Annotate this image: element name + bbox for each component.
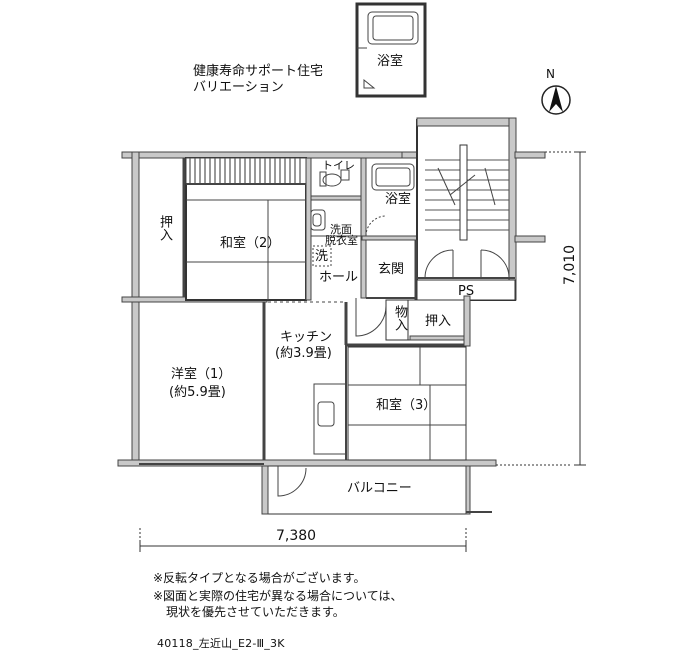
room-label-yoshitsu-1: 洋室（1）	[171, 367, 232, 382]
room-label-bathroom-variant: 浴室	[377, 54, 404, 69]
note-line2: ※図面と実際の住宅が異なる場合については、	[153, 589, 403, 603]
bathroom-variant-box	[355, 2, 427, 98]
monoire-text: 物入	[392, 305, 407, 331]
dimension-depth: 7,010	[562, 245, 578, 285]
title-line1: 健康寿命サポート住宅	[193, 64, 324, 79]
oshiire-left-text: 押入	[157, 215, 172, 241]
depth-dimension-line	[496, 151, 586, 466]
compass-label: N	[546, 67, 555, 81]
room-label-balcony: バルコニー	[347, 481, 412, 496]
washer-label: 洗	[315, 249, 329, 264]
width-dimension-line	[139, 528, 467, 552]
room-label-senmen-1: 洗面	[330, 223, 352, 236]
room-label-yoshitsu-2: (約5.9畳)	[169, 385, 226, 400]
dimension-width: 7,380	[276, 528, 317, 544]
note-line1: ※反転タイプとなる場合がございます。	[153, 571, 366, 585]
room-label-monoire: 物入	[391, 305, 407, 336]
title-line2: バリエーション	[193, 80, 284, 95]
room-label-kitchen-2: (約3.9畳)	[275, 346, 332, 361]
dimension-depth-text: 7,010	[562, 244, 578, 285]
room-label-washitsu-3: 和室（3）	[376, 398, 437, 413]
note-line3: 現状を優先させていただきます。	[166, 605, 345, 619]
room-label-ps: PS	[458, 284, 475, 299]
room-label-senmen-2: 脱衣室	[325, 234, 358, 247]
room-label-toilet: トイレ	[322, 159, 355, 172]
room-label-washitsu-2: 和室（2）	[220, 236, 281, 251]
room-label-genkan: 玄関	[378, 262, 405, 277]
room-label-kitchen-1: キッチン	[280, 330, 333, 345]
room-label-bathroom: 浴室	[385, 192, 412, 207]
north-arrow-icon	[541, 85, 571, 115]
room-label-oshiire-left: 押入	[157, 215, 172, 245]
footer-code: 40118_左近山_E2-Ⅲ_3K	[157, 637, 285, 650]
room-label-oshiire-right: 押入	[425, 314, 452, 329]
room-label-hall: ホール	[319, 270, 359, 285]
